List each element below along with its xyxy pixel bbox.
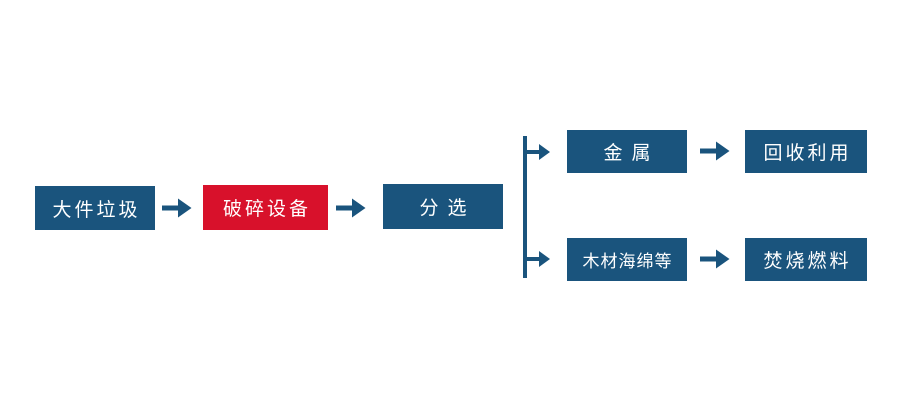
flow-arrow-icon-3 bbox=[700, 141, 730, 161]
node-bulky-waste: 大件垃圾 bbox=[35, 186, 155, 230]
node-wood-sponge: 木材海绵等 bbox=[567, 238, 687, 281]
node-incineration-fuel-label: 焚烧燃料 bbox=[763, 250, 852, 272]
node-sorting-label: 分选 bbox=[419, 197, 476, 219]
node-sorting: 分选 bbox=[383, 184, 503, 229]
node-crushing-equipment: 破碎设备 bbox=[203, 185, 328, 230]
node-recycling-label: 回收利用 bbox=[763, 142, 852, 164]
node-recycling: 回收利用 bbox=[745, 130, 867, 173]
node-bulky-waste-label: 大件垃圾 bbox=[52, 198, 141, 221]
branch-connector bbox=[523, 136, 550, 278]
flow-arrow-icon-1 bbox=[162, 198, 192, 218]
node-incineration-fuel: 焚烧燃料 bbox=[745, 238, 867, 281]
node-metal: 金属 bbox=[567, 130, 687, 173]
node-crushing-equipment-label: 破碎设备 bbox=[222, 198, 311, 220]
flow-arrow-icon-2 bbox=[336, 198, 366, 218]
node-wood-sponge-label: 木材海绵等 bbox=[582, 252, 673, 272]
flow-arrow-icon-4 bbox=[700, 249, 730, 269]
node-metal-label: 金属 bbox=[603, 142, 660, 164]
